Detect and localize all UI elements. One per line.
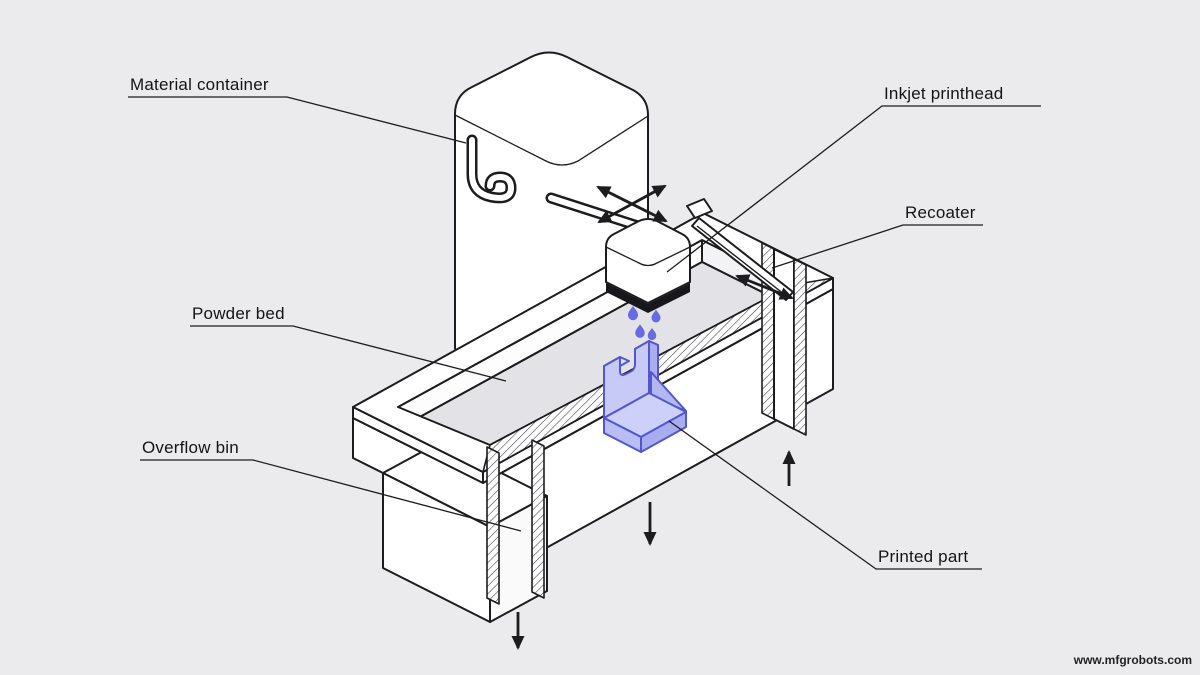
leader-line-printed-part (668, 420, 982, 570)
xy-motion-arrows-icon (596, 184, 668, 224)
printhead-nozzle-plate (606, 283, 690, 313)
inkjet-printhead (605, 218, 691, 313)
cut-wall-hatch-right-2 (793, 258, 807, 436)
leader-line-material-container (128, 96, 467, 144)
sight-tube (469, 137, 515, 201)
watermark: www.mfgrobots.com (1073, 653, 1192, 667)
droplet-icon (628, 306, 638, 321)
callouts: Material container Inkjet printhead Reco… (128, 75, 1041, 570)
label-printed-part: Printed part (878, 547, 968, 566)
droplet-icon (651, 309, 661, 323)
recoater-cap (686, 198, 713, 219)
recoater-motion-arrow-icon (735, 274, 794, 300)
material-container-top-edge (454, 114, 649, 166)
leader-line-inkjet-printhead (666, 105, 1041, 273)
recoater (686, 198, 794, 301)
label-recoater: Recoater (905, 203, 976, 222)
binder-droplets (628, 306, 661, 341)
leader-line-overflow-bin (140, 459, 522, 532)
droplet-icon (647, 328, 657, 341)
leader-line-powder-bed (190, 325, 507, 382)
label-overflow-bin: Overflow bin (142, 438, 239, 457)
supply-chamber-wall (773, 248, 795, 430)
y-motion-arrow (596, 185, 668, 223)
droplet-icon (635, 324, 645, 338)
label-powder-bed: Powder bed (192, 304, 285, 323)
printed-part (603, 340, 687, 453)
leader-line-recoater (771, 224, 983, 269)
part-base-front-right (640, 411, 687, 453)
cut-wall-hatch-left-2 (531, 439, 545, 599)
label-inkjet-printhead: Inkjet printhead (884, 84, 1003, 103)
printhead-top-edge (605, 246, 691, 267)
cut-wall-hatch-left-1 (486, 446, 500, 605)
label-material-container: Material container (130, 75, 269, 94)
